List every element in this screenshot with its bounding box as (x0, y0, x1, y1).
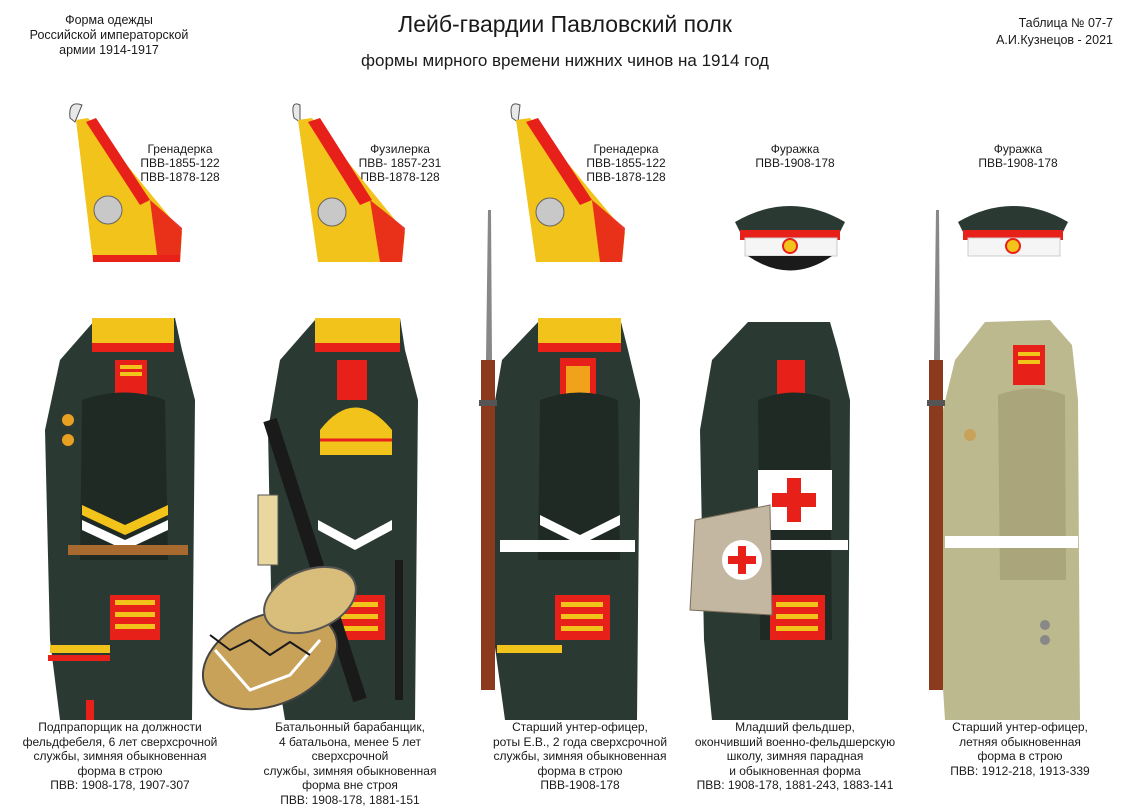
tunic-figure-1 (45, 318, 195, 720)
caption-line: Подпрапорщик на должности (15, 720, 225, 735)
caption-line: службы, зимняя обыкновенная (475, 749, 685, 764)
caption-line: роты Е.В., 2 года сверхсрочной (475, 735, 685, 750)
caption-line: ПВВ: 1908-178, 1881-243, 1883-141 (690, 778, 900, 793)
peaked-cap-icon (958, 206, 1068, 256)
grenadier-mitre-icon (511, 104, 625, 262)
rifle-bayonet-icon (479, 210, 497, 690)
peaked-cap-icon (735, 206, 845, 271)
caption-line: форма вне строя (245, 778, 455, 793)
caption-line: форма в строю (15, 764, 225, 779)
medical-satchel-icon (690, 505, 772, 615)
caption-4: Младший фельдшер, окончивший военно-фель… (690, 720, 900, 793)
tunic-figure-5 (938, 320, 1080, 720)
caption-line: летняя обыкновенная (915, 735, 1125, 750)
caption-line: 4 батальона, менее 5 лет сверхсрочной (245, 735, 455, 764)
caption-line: Батальонный барабанщик, (245, 720, 455, 735)
caption-1: Подпрапорщик на должности фельдфебеля, 6… (15, 720, 225, 793)
caption-line: ПВВ: 1912-218, 1913-339 (915, 764, 1125, 779)
caption-line: ПВВ-1908-178 (475, 778, 685, 793)
caption-line: форма в строю (915, 749, 1125, 764)
caption-line: Младший фельдшер, (690, 720, 900, 735)
caption-5: Старший унтер-офицер, летняя обыкновенна… (915, 720, 1125, 778)
caption-line: фельдфебеля, 6 лет сверхсрочной (15, 735, 225, 750)
fusilier-mitre-icon (293, 104, 405, 262)
grenadier-mitre-icon (70, 104, 182, 262)
caption-line: Старший унтер-офицер, (475, 720, 685, 735)
caption-2: Батальонный барабанщик, 4 батальона, мен… (245, 720, 455, 807)
caption-line: школу, зимняя парадная (690, 749, 900, 764)
caption-line: Старший унтер-офицер, (915, 720, 1125, 735)
caption-line: форма в строю (475, 764, 685, 779)
caption-line: службы, зимняя обыкновенная (15, 749, 225, 764)
caption-line: ПВВ: 1908-178, 1907-307 (15, 778, 225, 793)
caption-3: Старший унтер-офицер, роты Е.В., 2 года … (475, 720, 685, 793)
caption-line: службы, зимняя обыкновенная (245, 764, 455, 779)
caption-line: и обыкновенная форма (690, 764, 900, 779)
tunic-figure-3 (490, 318, 640, 720)
rifle-bayonet-icon (927, 210, 945, 690)
caption-line: окончивший военно-фельдшерскую (690, 735, 900, 750)
